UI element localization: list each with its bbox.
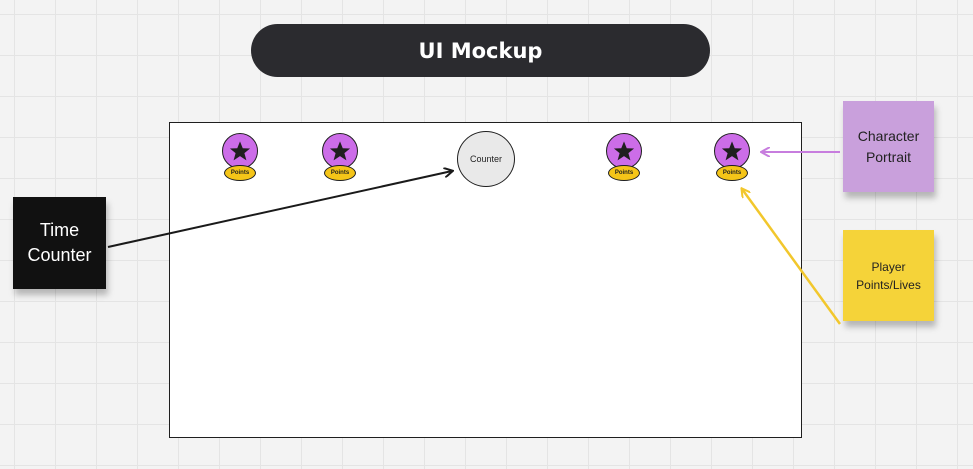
points-badge: Points (608, 165, 640, 181)
points-badge: Points (716, 165, 748, 181)
page-title: UI Mockup (251, 24, 710, 77)
character-portrait (606, 133, 642, 169)
player-slot-4: Points (713, 133, 753, 189)
sticky-note-player-points[interactable]: Player Points/Lives (843, 230, 934, 321)
character-portrait (714, 133, 750, 169)
character-portrait (322, 133, 358, 169)
time-counter-circle: Counter (457, 131, 515, 187)
sticky-note-time-counter[interactable]: Time Counter (13, 197, 106, 289)
points-badge: Points (224, 165, 256, 181)
character-portrait (222, 133, 258, 169)
star-icon (229, 141, 251, 161)
player-slot-2: Points (321, 133, 361, 189)
star-icon (613, 141, 635, 161)
sticky-note-character-portrait[interactable]: Character Portrait (843, 101, 934, 192)
player-slot-1: Points (221, 133, 261, 189)
player-slot-3: Points (605, 133, 645, 189)
points-badge: Points (324, 165, 356, 181)
star-icon (721, 141, 743, 161)
star-icon (329, 141, 351, 161)
